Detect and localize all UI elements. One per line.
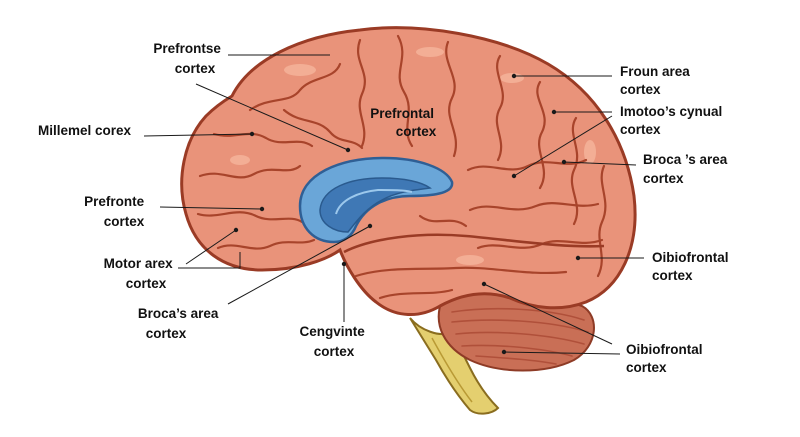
label-brocas-area-left: Broca’s area cortex [138,306,222,341]
leader-motor-1 [185,229,237,265]
leader-brocas-left [227,225,371,305]
leader-imotoo-diag [513,115,613,177]
label-motor-arex-cortex: Motor arex cortex [104,256,177,291]
label-prefrontse-cortex: Prefrontse cortex [153,41,224,76]
label-cengvinte-cortex: Cengvinte cortex [299,324,368,359]
label-millemel-corex: Millemel corex [38,123,132,138]
label-imotoos-cynual-cortex: Imotoo’s cynual cortex [620,104,726,137]
label-prefrontal-cortex: Prefrontal cortex [370,106,438,139]
leader-prefronte [159,206,263,210]
leader-lines [143,54,644,355]
label-oibiofrontal-cortex-lower: Oibiofrontal cortex [626,342,706,375]
label-oibiofrontal-cortex-upper: Oibiofrontal cortex [652,250,732,283]
cerebellum [437,292,595,372]
leader-oibio-lower [503,351,621,355]
leader-prefrontse-diag [195,83,349,151]
label-brocas-area-right: Broca ’s area cortex [643,152,731,186]
leader-motor-2 [178,252,241,269]
leader-oibio-lower-diag [483,283,613,345]
labels: Prefrontse cortex Millemel corex Prefron… [38,41,732,375]
label-froun-area-cortex: Froun area cortex [620,64,694,97]
leader-millemel [143,133,253,137]
corpus-callosum [298,156,454,244]
label-prefronte-cortex: Prefronte cortex [84,194,148,229]
leader-brocas-right [563,161,637,166]
